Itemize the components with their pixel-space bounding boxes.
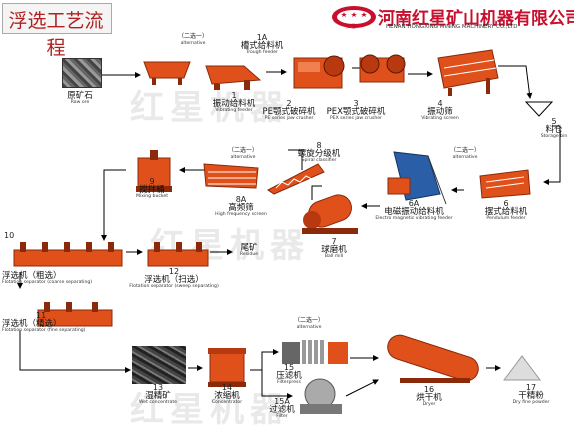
company-name-en: HENAN HONGXING MINING MACHINERY CO.,LTD <box>386 24 518 30</box>
vibrating-screen-icon <box>437 49 499 96</box>
company-name: 河南红星矿山机器有限公司 <box>378 9 574 29</box>
dry-powder-icon <box>503 355 541 381</box>
concentrator-icon <box>208 348 246 387</box>
ball-mill-icon <box>302 194 358 234</box>
label-10: 10 <box>4 231 15 240</box>
jaw-crusher-pex-icon <box>359 54 406 83</box>
watermark: 红星机器 <box>130 390 290 430</box>
jaw-crusher-pe-icon <box>293 55 345 89</box>
watermark: 红星机器 <box>130 88 290 128</box>
logo-text: 红星 <box>346 24 357 30</box>
page-title-text: 浮选工艺流程 <box>8 10 104 59</box>
spiral-classifier-icon <box>267 163 325 195</box>
storage-bin-icon <box>524 101 554 117</box>
alternative-label: （二选一）alternative <box>450 147 481 160</box>
trough-feeder-icon <box>143 61 191 85</box>
mixing-bucket-icon <box>136 150 172 192</box>
wet-concentrate-image <box>132 346 186 384</box>
filterpress-icon <box>282 340 348 364</box>
company-logo: 红星 <box>330 3 378 31</box>
page-title <box>2 3 112 34</box>
flotation-sweep-icon <box>147 242 209 267</box>
flotation-fine-icon <box>37 302 113 327</box>
vibrating-feeder-icon <box>205 65 262 90</box>
label-10-text: 浮选机（粗选）Flotation separator (coarse separ… <box>2 271 93 285</box>
pendulum-feeder-icon <box>479 169 531 199</box>
alternative-label: （二选一）alternative <box>178 33 209 46</box>
flotation-coarse-icon <box>13 242 123 267</box>
alternative-label: （二选一）alternative <box>294 317 325 330</box>
logo-icon <box>332 6 376 28</box>
electromagnetic-feeder-icon <box>387 151 447 205</box>
raw-ore-image <box>62 58 102 88</box>
alternative-label: （二选一）alternative <box>228 147 259 160</box>
dryer-icon <box>387 334 479 383</box>
high-frequency-screen-icon <box>203 163 259 189</box>
filter-icon <box>300 378 342 414</box>
